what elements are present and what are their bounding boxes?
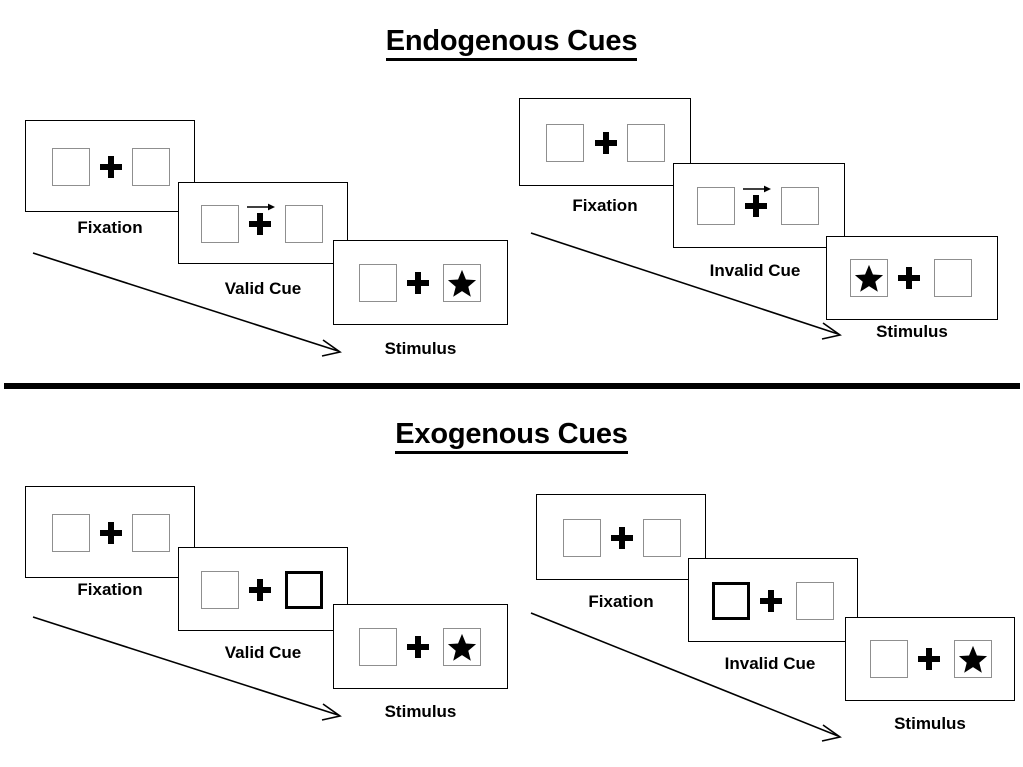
stimulus-box-left	[201, 205, 239, 243]
caption-exo-valid-cue: Valid Cue	[224, 643, 302, 662]
cue-arrow-right-icon	[742, 182, 772, 194]
section-title-exogenous: Exogenous Cues	[0, 418, 1023, 454]
panel-endo-valid-stimulus	[333, 240, 508, 325]
fixation-cross-icon	[760, 590, 782, 612]
stimulus-box-right	[132, 148, 170, 186]
stimulus-box-right-cued	[285, 571, 323, 609]
fixation-cross-icon	[249, 579, 271, 601]
fixation-cross-icon	[918, 648, 940, 670]
panel-endo-invalid-fixation	[519, 98, 691, 186]
panel-endo-invalid-cue	[673, 163, 845, 248]
caption-endo-valid-stimulus: Stimulus	[384, 339, 457, 358]
cue-arrow-right-icon	[246, 200, 276, 212]
stimulus-box-right	[443, 628, 481, 666]
stimulus-box-left	[850, 259, 888, 297]
time-progression-arrow-endo-valid	[30, 248, 350, 363]
caption-endo-valid-cue: Valid Cue	[224, 279, 302, 298]
stimulus-box-left	[546, 124, 584, 162]
panel-exo-invalid-cue	[688, 558, 858, 642]
panel-exo-valid-stimulus	[333, 604, 508, 689]
fixation-cross-icon	[100, 156, 122, 178]
caption-exo-valid-fixation: Fixation	[77, 580, 143, 599]
stimulus-box-right	[796, 582, 834, 620]
caption-endo-valid-fixation: Fixation	[77, 218, 143, 237]
panel-exo-valid-cue	[178, 547, 348, 631]
stimulus-box-left	[870, 640, 908, 678]
caption-endo-invalid-cue: Invalid Cue	[709, 261, 801, 280]
stimulus-box-left	[359, 628, 397, 666]
caption-exo-valid-stimulus: Stimulus	[384, 702, 457, 721]
caption-exo-invalid-cue: Invalid Cue	[724, 654, 816, 673]
stimulus-box-right	[643, 519, 681, 557]
fixation-cross-icon	[898, 267, 920, 289]
section-title-endogenous: Endogenous Cues	[0, 25, 1023, 61]
target-star-icon	[958, 644, 988, 674]
target-star-icon	[447, 268, 477, 298]
section-title-exogenous-text: Exogenous Cues	[395, 418, 628, 454]
caption-exo-invalid-fixation: Fixation	[588, 592, 654, 611]
fixation-cross-icon	[595, 132, 617, 154]
caption-endo-invalid-fixation: Fixation	[572, 196, 638, 215]
panel-exo-invalid-fixation	[536, 494, 706, 580]
stimulus-box-left	[52, 148, 90, 186]
panel-exo-valid-fixation	[25, 486, 195, 578]
stimulus-box-right	[954, 640, 992, 678]
stimulus-box-right	[285, 205, 323, 243]
stimulus-box-right	[443, 264, 481, 302]
stimulus-box-left-cued	[712, 582, 750, 620]
caption-exo-invalid-stimulus: Stimulus	[894, 714, 966, 733]
fixation-cross-icon	[745, 195, 767, 217]
panel-exo-invalid-stimulus	[845, 617, 1015, 701]
fixation-cross-icon	[407, 272, 429, 294]
panel-endo-valid-cue	[178, 182, 348, 264]
panel-endo-invalid-stimulus	[826, 236, 998, 320]
stimulus-box-right	[781, 187, 819, 225]
section-divider	[4, 383, 1020, 389]
panel-endo-valid-fixation	[25, 120, 195, 212]
target-star-icon	[854, 263, 884, 293]
target-star-icon	[447, 632, 477, 662]
stimulus-box-right	[627, 124, 665, 162]
stimulus-box-left	[359, 264, 397, 302]
stimulus-box-left	[201, 571, 239, 609]
stimulus-box-left	[697, 187, 735, 225]
fixation-cross-icon	[100, 522, 122, 544]
stimulus-box-left	[563, 519, 601, 557]
stimulus-box-left	[52, 514, 90, 552]
stimulus-box-right	[132, 514, 170, 552]
caption-endo-invalid-stimulus: Stimulus	[876, 322, 948, 341]
fixation-cross-icon	[611, 527, 633, 549]
fixation-cross-icon	[407, 636, 429, 658]
fixation-cross-icon	[249, 213, 271, 235]
section-title-endogenous-text: Endogenous Cues	[385, 25, 637, 61]
stimulus-box-right	[934, 259, 972, 297]
